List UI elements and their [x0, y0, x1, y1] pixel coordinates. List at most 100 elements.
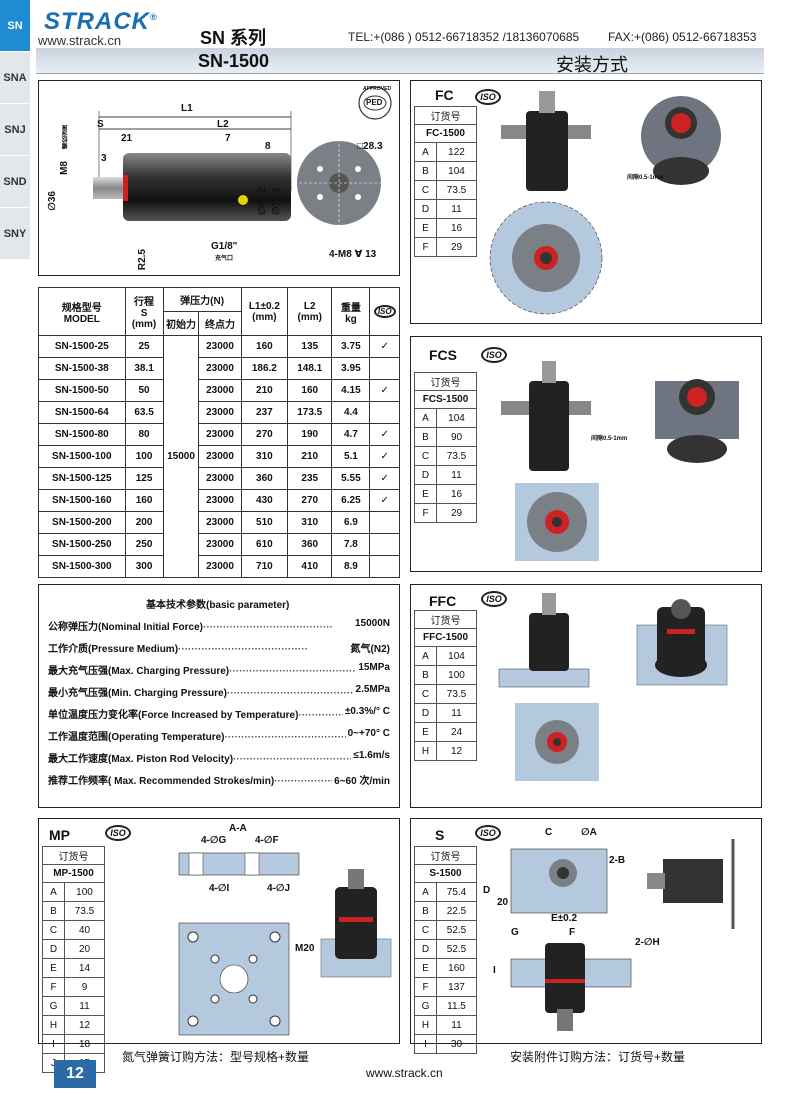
- dim-13-text: 13: [365, 249, 377, 260]
- cell-stroke: 250: [124, 533, 164, 556]
- cell-value: 11: [436, 465, 477, 485]
- s-dim-2b: 2-B: [609, 855, 626, 866]
- fc-drawing: [489, 91, 721, 315]
- s-dim-2h: 2-∅H: [635, 937, 660, 948]
- col-l1-label: L1±0.2: [248, 300, 280, 312]
- cell-key: E: [42, 958, 65, 978]
- cell-weight: 7.8: [331, 533, 371, 556]
- table-row: SN-1500-160 160 23000 430 270 6.25 ✓: [38, 489, 400, 512]
- cell-stroke: 125: [124, 467, 164, 490]
- cell-key: C: [414, 920, 437, 940]
- cell-value: 160: [436, 958, 477, 978]
- cell-weight: 3.95: [331, 357, 371, 380]
- page-number: 12: [54, 1060, 96, 1088]
- mp-hole-i: 4-∅I: [209, 883, 230, 894]
- contact-fax: FAX:+(086) 0512-66718353: [608, 30, 757, 44]
- param-row: 工作介质(Pressure Medium)···················…: [48, 640, 390, 655]
- cell-key: E: [414, 218, 437, 238]
- param-label: 最大工作速度(Max. Piston Rod Velocity): [48, 754, 234, 765]
- dim-l1: L1: [181, 103, 193, 114]
- cell-end-force: 23000: [198, 445, 242, 468]
- ffc-title: FFC: [429, 593, 457, 609]
- param-value: 15MPa: [356, 662, 390, 673]
- table-row: SN-1500-50 50 23000 210 160 4.15 ✓: [38, 379, 400, 402]
- dim-3: 3: [101, 153, 107, 164]
- tab-sna[interactable]: SNA: [0, 52, 30, 104]
- table-row: SN-1500-25 25 15000 23000 160 135 3.75 ✓: [38, 335, 400, 578]
- tab-sn[interactable]: SN: [0, 0, 30, 52]
- tab-snj[interactable]: SNJ: [0, 104, 30, 156]
- cell-stroke: 160: [124, 489, 164, 512]
- cell-weight: 4.15: [331, 379, 371, 402]
- cell-l2: 410: [287, 555, 333, 578]
- cell-key: G: [414, 996, 437, 1016]
- cell-key: H: [414, 741, 437, 761]
- cell-value: 75.4: [436, 882, 477, 902]
- cell-iso: [369, 555, 400, 578]
- cell-key: I: [414, 1034, 437, 1054]
- cell-value: 22.5: [436, 901, 477, 921]
- col-stroke-unit: (mm): [131, 319, 157, 330]
- cell-iso: ✓: [369, 423, 400, 446]
- cell-key: F: [42, 977, 65, 997]
- cell-value: 18: [64, 1034, 105, 1054]
- cell-key: F: [414, 237, 437, 257]
- param-value: 氮气(N2): [348, 640, 390, 655]
- cell-end-force: 23000: [198, 533, 242, 556]
- cell-l1: 610: [240, 533, 289, 556]
- cell-key: F: [414, 977, 437, 997]
- cell-key: A: [414, 646, 437, 666]
- cell-stroke: 300: [124, 555, 164, 578]
- param-row: 推荐工作频率( Max. Recommended Strokes/min)···…: [48, 772, 390, 787]
- brand-logo: STRACK®: [44, 8, 158, 36]
- param-value: ≤1.6m/s: [351, 750, 390, 761]
- cell-l2: 190: [287, 423, 333, 446]
- mp-drawing: [178, 852, 392, 1036]
- cell-key: E: [414, 958, 437, 978]
- cell-key: E: [414, 484, 437, 504]
- cell-model: SN-1500-50: [38, 379, 126, 402]
- mp-thread: M20: [295, 943, 315, 954]
- cell-l2: 310: [287, 511, 333, 534]
- dim-g18: G1/8": [211, 241, 238, 252]
- col-model-en: MODEL: [63, 313, 100, 325]
- dim-75-value: 75.2: [271, 187, 282, 207]
- cell-l1: 210: [240, 379, 289, 402]
- fc-order-label: 订货号: [414, 106, 477, 125]
- cell-l1: 430: [240, 489, 289, 512]
- cell-value: 30: [436, 1034, 477, 1054]
- s-order-code: S-1500: [414, 864, 477, 883]
- cell-l2: 360: [287, 533, 333, 556]
- iso-badge: ISO: [373, 305, 396, 318]
- cell-l2: 210: [287, 445, 333, 468]
- cell-stroke: 50: [124, 379, 164, 402]
- cell-key: D: [414, 465, 437, 485]
- param-label: 工作温度范围(Operating Temperature): [48, 732, 225, 743]
- s-dim-a: ∅A: [581, 827, 597, 838]
- table-row: SN-1500-125 125 23000 360 235 5.55 ✓: [38, 467, 400, 490]
- cell-value: 16: [436, 484, 477, 504]
- col-force-end: 终点力: [198, 311, 242, 336]
- cell-model: SN-1500-250: [38, 533, 126, 556]
- tab-sny[interactable]: SNY: [0, 208, 30, 260]
- tab-snd[interactable]: SND: [0, 156, 30, 208]
- cell-weight: 6.9: [331, 511, 371, 534]
- cell-value: 100: [64, 882, 105, 902]
- cell-value: 104: [436, 161, 477, 181]
- cell-value: 52.5: [436, 939, 477, 959]
- cell-model: SN-1500-100: [38, 445, 126, 468]
- dim-28: □28.3: [357, 141, 383, 152]
- param-row: 工作温度范围(Operating Temperature)···········…: [48, 728, 390, 743]
